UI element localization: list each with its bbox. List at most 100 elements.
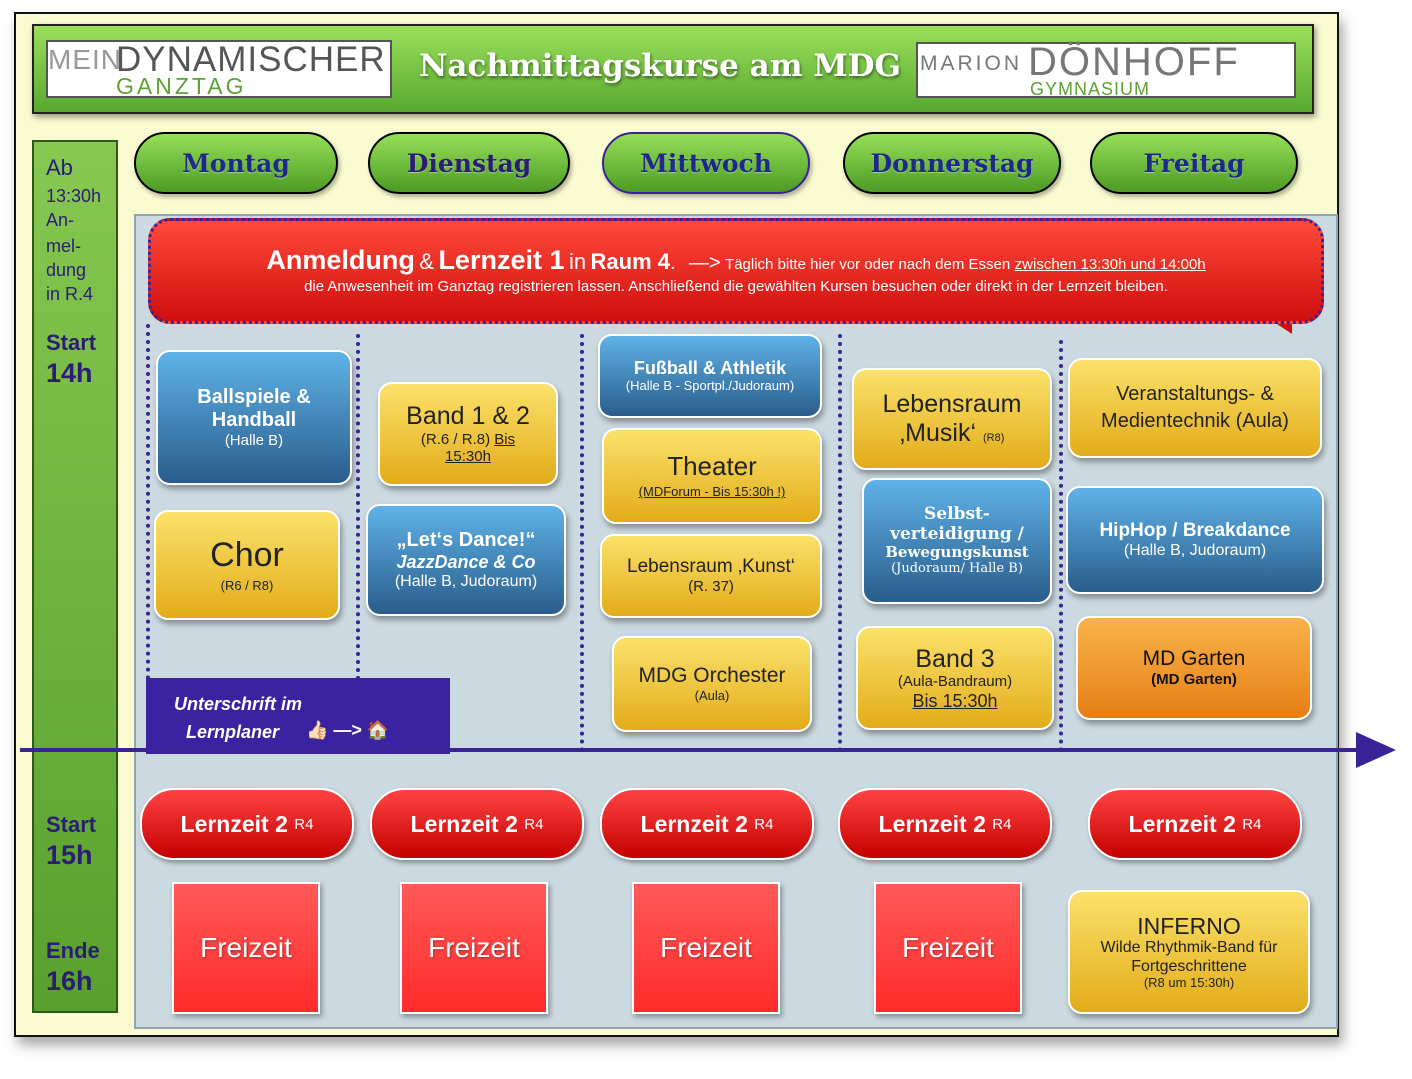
course-fussball-athletik[interactable]: Fußball & Athletik (Halle B - Sportpl./J…: [598, 334, 822, 418]
lernzeit-label: Lernzeit 2: [640, 810, 748, 837]
column-divider: [838, 334, 842, 752]
course-selbstverteidigung[interactable]: Selbst- verteidigung / Bewegungskunst (J…: [862, 478, 1052, 604]
course-lebensraum-musik[interactable]: Lebensraum ‚Musik‘ (R8): [852, 368, 1052, 470]
time-an: An-: [46, 210, 75, 230]
course-hiphop-breakdance[interactable]: HipHop / Breakdance (Halle B, Judoraum): [1066, 486, 1324, 594]
time-ab: Ab: [46, 155, 73, 180]
column-divider: [1059, 340, 1063, 752]
course-title: ‚Musik‘: [899, 419, 977, 447]
course-band-3[interactable]: Band 3 (Aula-Bandraum) Bis 15:30h: [856, 626, 1054, 730]
banner-line-1: Anmeldung & Lernzeit 1 in Raum 4. —> Täg…: [151, 245, 1321, 276]
course-ballspiele-handball[interactable]: Ballspiele & Handball (Halle B): [156, 350, 352, 485]
course-location: (R6 / R8): [220, 578, 274, 594]
lernzeit-room: R4: [294, 815, 314, 833]
lernzeit-label: Lernzeit 2: [878, 810, 986, 837]
course-location: (Aula): [694, 687, 730, 703]
tab-freitag[interactable]: Freitag: [1090, 132, 1298, 194]
course-inferno[interactable]: INFERNO Wilde Rhythmik-Band für Fortgesc…: [1068, 890, 1310, 1014]
freizeit-montag[interactable]: Freizeit: [172, 882, 320, 1014]
tab-donnerstag[interactable]: Donnerstag: [843, 132, 1061, 194]
course-title: Lebensraum: [882, 390, 1022, 419]
course-time: Bis: [494, 431, 516, 449]
time-divider-line: [20, 748, 1360, 752]
tab-montag[interactable]: Montag: [134, 132, 338, 194]
course-veranstaltungstechnik[interactable]: Veranstaltungs- & Medientechnik (Aula): [1068, 358, 1322, 458]
course-title: INFERNO: [1137, 912, 1241, 939]
page-title: Nachmittagskurse am MDG: [419, 48, 901, 84]
freizeit-donnerstag[interactable]: Freizeit: [874, 882, 1022, 1014]
lernzeit-room: R4: [1242, 815, 1262, 833]
tab-dienstag[interactable]: Dienstag: [368, 132, 570, 194]
lernzeit-room: R4: [992, 815, 1012, 833]
tab-mittwoch[interactable]: Mittwoch: [602, 132, 810, 194]
course-lets-dance[interactable]: „Let‘s Dance!“ JazzDance & Co (Halle B, …: [366, 504, 566, 616]
course-location: Sportpl./Judoraum: [683, 377, 790, 393]
course-location: Judoraum: [1189, 541, 1261, 559]
time-start-1: Start: [46, 330, 97, 355]
banner-raum: Raum 4: [590, 249, 670, 274]
course-title: verteidigung: [890, 523, 1012, 544]
lernzeit-2-montag[interactable]: Lernzeit 2 R4: [140, 788, 354, 860]
time-ab-time: 13:30h: [46, 186, 102, 206]
course-title: MD Garten: [1142, 647, 1246, 671]
lernzeit-2-donnerstag[interactable]: Lernzeit 2 R4: [838, 788, 1052, 860]
banner-arrow: —>: [688, 252, 721, 274]
course-chor[interactable]: Chor (R6 / R8): [154, 510, 340, 620]
course-description: Wilde Rhythmik-Band für: [1100, 939, 1278, 957]
column-divider: [356, 334, 360, 752]
course-location: / Halle B): [960, 560, 1023, 576]
column-divider: [146, 324, 150, 752]
course-lebensraum-kunst[interactable]: Lebensraum ‚Kunst‘ (R. 37): [600, 534, 822, 618]
signature-line-2: Lernplaner: [186, 722, 280, 742]
course-location: (R8): [982, 432, 1005, 444]
signature-note: Unterschrift im Lernplaner 👍🏻 —> 🏠: [146, 678, 450, 754]
course-mdg-orchester[interactable]: MDG Orchester (Aula): [612, 636, 812, 732]
time-column: Ab 13:30h An- mel- dung in R.4 Start 14h…: [32, 140, 118, 1013]
signature-line-1: Unterschrift im: [174, 694, 303, 714]
lernzeit-2-dienstag[interactable]: Lernzeit 2 R4: [370, 788, 584, 860]
course-title: Bewegungskunst: [885, 543, 1029, 562]
column-divider: [580, 334, 584, 752]
freizeit-mittwoch[interactable]: Freizeit: [632, 882, 780, 1014]
logo-right-text-2: DÖNHOFF: [1028, 40, 1240, 84]
banner-in: in: [568, 249, 587, 274]
course-location: (R. 37): [688, 578, 734, 596]
course-theater[interactable]: Theater (MDForum - Bis 15:30h !): [602, 428, 822, 524]
time-room: in R.4: [46, 284, 94, 304]
course-title: /: [1017, 523, 1024, 544]
banner-anmeldung: Anmeldung: [266, 245, 415, 275]
course-title: „Let‘s Dance!“: [396, 528, 536, 551]
course-time: 15:30h: [445, 448, 491, 466]
course-location: (Judoraum: [891, 560, 961, 576]
time-start-2-time: 15h: [46, 840, 93, 870]
banner-line-2: die Anwesenheit im Ganztag registrieren …: [304, 278, 1168, 295]
banner-lernzeit: Lernzeit 1: [438, 245, 565, 275]
lernzeit-2-mittwoch[interactable]: Lernzeit 2 R4: [600, 788, 814, 860]
logo-dynamischer-ganztag: MEIN DYNAMISCHER GANZTAG: [46, 40, 392, 99]
course-subtitle: JazzDance & Co: [396, 551, 536, 572]
course-title: MDG Orchester: [638, 664, 786, 688]
course-md-garten[interactable]: MD Garten (MD Garten): [1076, 616, 1312, 720]
banner-amp: &: [419, 249, 434, 274]
course-title: Band 3: [915, 644, 995, 673]
course-band-1-2[interactable]: Band 1 & 2 (R.6 / R.8) Bis 15:30h: [378, 382, 558, 486]
course-title: Handball: [211, 408, 297, 431]
course-location: (R8 um 15:30h): [1143, 975, 1235, 991]
freizeit-dienstag[interactable]: Freizeit: [400, 882, 548, 1014]
lernzeit-room: R4: [754, 815, 774, 833]
course-location: (MD Garten): [1151, 671, 1237, 689]
lernzeit-label: Lernzeit 2: [180, 810, 288, 837]
course-location: (Aula): [1235, 410, 1289, 432]
lernzeit-room: R4: [524, 815, 544, 833]
course-title: Chor: [210, 535, 284, 574]
lernzeit-2-freitag[interactable]: Lernzeit 2 R4: [1088, 788, 1302, 860]
course-title: Medientechnik: [1101, 410, 1231, 432]
course-location: (R.6 / R.8): [420, 431, 491, 449]
time-dung: dung: [46, 260, 87, 280]
course-description: Fortgeschrittene: [1131, 957, 1247, 975]
logo-left-text-2: DYNAMISCHER: [116, 40, 386, 79]
logo-right-text-1: MARION: [920, 52, 1022, 75]
logo-doenhoff-gymnasium: MARION DÖNHOFF GYMNASIUM: [916, 40, 1296, 99]
course-location: (Halle B -: [625, 377, 680, 393]
course-title: Lebensraum ‚Kunst‘: [627, 556, 795, 578]
